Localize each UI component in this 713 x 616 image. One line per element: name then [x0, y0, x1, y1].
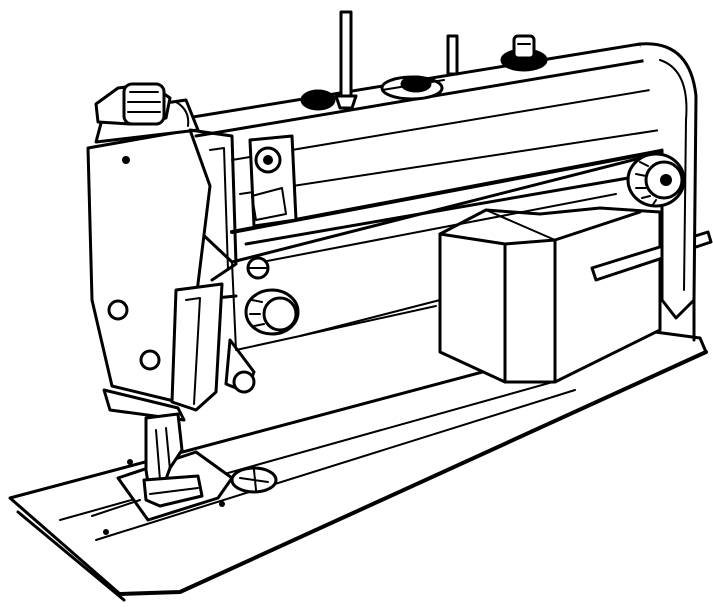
- top-knob: [502, 36, 546, 70]
- tension-assembly: [250, 136, 296, 226]
- spool-pin-left: [336, 12, 356, 108]
- motor-cover: [440, 208, 660, 382]
- reverse-lever: [226, 340, 254, 392]
- spool-pin-right: [448, 36, 457, 74]
- stitch-dial: [246, 258, 298, 334]
- oil-cap: [302, 91, 334, 109]
- arm-base: [232, 262, 440, 350]
- bobbin-cover: [232, 468, 276, 492]
- thread-guide-top: [382, 77, 444, 99]
- thread-takeup: [96, 84, 188, 126]
- presser-foot: [144, 414, 202, 506]
- needle-bar: [104, 284, 222, 420]
- handwheel: [628, 154, 684, 206]
